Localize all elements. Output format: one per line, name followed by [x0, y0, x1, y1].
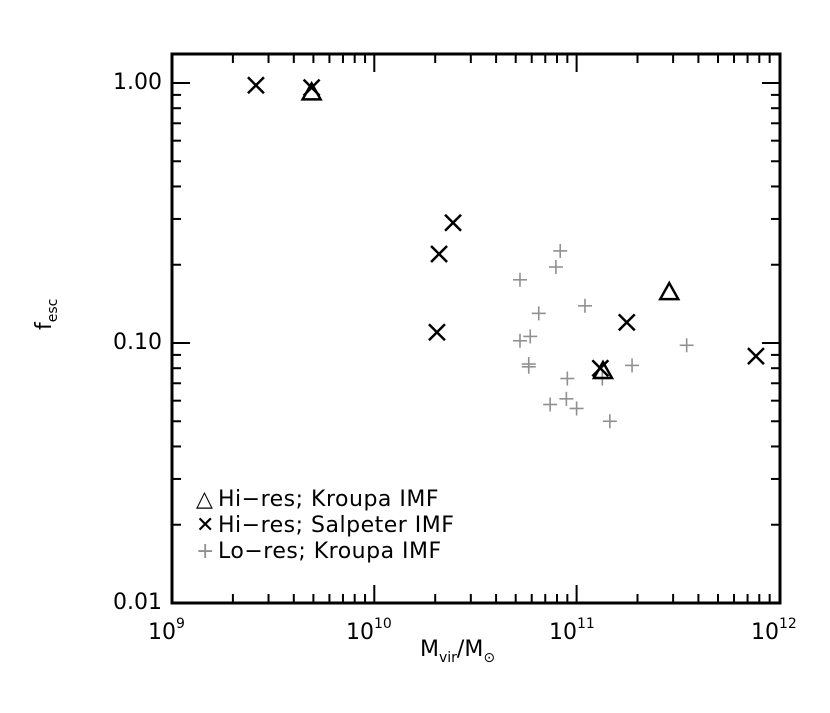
plus-marker [512, 272, 527, 287]
x-tick-label-1e11: 1011 [549, 616, 595, 645]
legend-item-hires-salpeter: ✕Hi−res; Salpeter IMF [196, 513, 455, 538]
y-tick-label-0.01: 0.01 [113, 590, 162, 615]
plus-marker [521, 359, 536, 374]
x-marker [428, 323, 446, 342]
plot-frame [170, 52, 782, 605]
plus-icon: + [196, 539, 215, 564]
plus-marker [560, 371, 575, 386]
x-marker [444, 213, 462, 232]
y-axis-title: fesc [32, 298, 61, 330]
triangle-marker [658, 280, 681, 301]
y-tick-label-0.1: 0.10 [113, 330, 162, 355]
plus-marker [559, 391, 574, 406]
legend-item-hires-kroupa: △Hi−res; Kroupa IMF [196, 487, 440, 512]
legend-item-lores-kroupa: +Lo−res; Kroupa IMF [196, 539, 442, 564]
triangle-marker [300, 80, 323, 101]
plus-marker [512, 333, 527, 348]
plus-marker [602, 414, 617, 429]
triangle-marker [591, 359, 615, 380]
x-icon: ✕ [196, 513, 215, 538]
x-marker [747, 347, 765, 366]
x-marker [247, 76, 265, 95]
x-tick-label-1e9: 109 [148, 616, 185, 645]
x-marker [617, 313, 636, 332]
plus-marker [543, 397, 558, 412]
plus-marker [679, 338, 694, 353]
plus-marker [531, 306, 546, 321]
plus-marker [577, 298, 592, 313]
x-tick-label-1e10: 1010 [346, 616, 392, 645]
x-axis-title: Mvir/M⊙ [420, 637, 496, 666]
plus-marker [625, 358, 640, 373]
y-tick-label-1: 1.00 [113, 70, 162, 95]
plus-marker [569, 401, 584, 416]
x-tick-label-1e12: 1012 [751, 616, 797, 645]
plus-marker [553, 243, 568, 258]
plus-marker [548, 260, 563, 275]
x-marker [430, 245, 448, 263]
triangle-icon: △ [196, 487, 214, 512]
plus-marker [523, 329, 538, 344]
